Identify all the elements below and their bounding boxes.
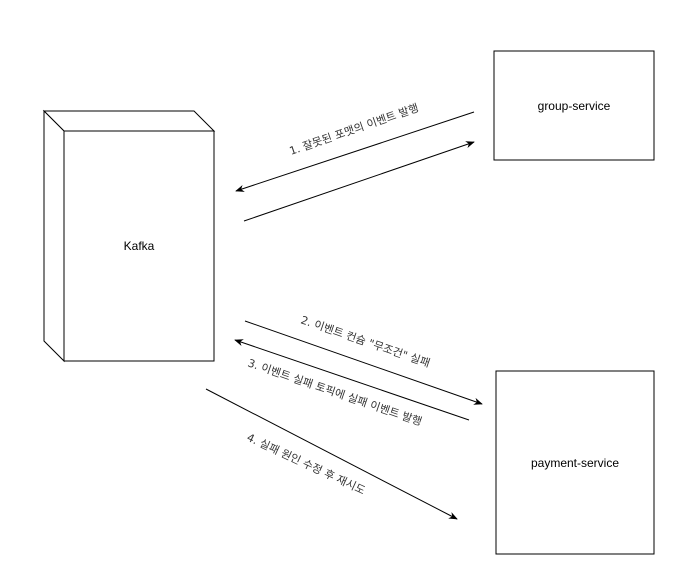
edge-2-label: 2. 이벤트 컨슘 "무조건" 실패: [299, 314, 432, 371]
group-service-box: [493, 50, 655, 161]
kafka-cube-front-face: [63, 130, 215, 362]
edge-1-return-arrow[interactable]: [243, 141, 475, 222]
edge-4-arrow[interactable]: [205, 388, 458, 520]
edge-3-arrow[interactable]: [234, 339, 470, 421]
kafka-cube-top-face: [42, 110, 216, 132]
group-service-label: group-service: [538, 99, 611, 113]
group-service-node[interactable]: group-service: [493, 50, 655, 161]
payment-service-label: payment-service: [531, 456, 619, 470]
kafka-cube-side-face: [43, 109, 65, 363]
kafka-node[interactable]: Kafka: [42, 109, 216, 363]
payment-service-node[interactable]: payment-service: [495, 370, 655, 555]
edge-2-arrow[interactable]: [244, 320, 483, 405]
edge-1-arrow[interactable]: [235, 111, 475, 192]
kafka-label: Kafka: [124, 239, 155, 253]
edge-3-label: 3. 이벤트 실패 토픽에 실패 이벤트 발행: [246, 357, 424, 429]
payment-service-box: [495, 370, 655, 555]
edge-1-label: 1. 잘못된 포맷의 이벤트 발행: [288, 101, 421, 158]
